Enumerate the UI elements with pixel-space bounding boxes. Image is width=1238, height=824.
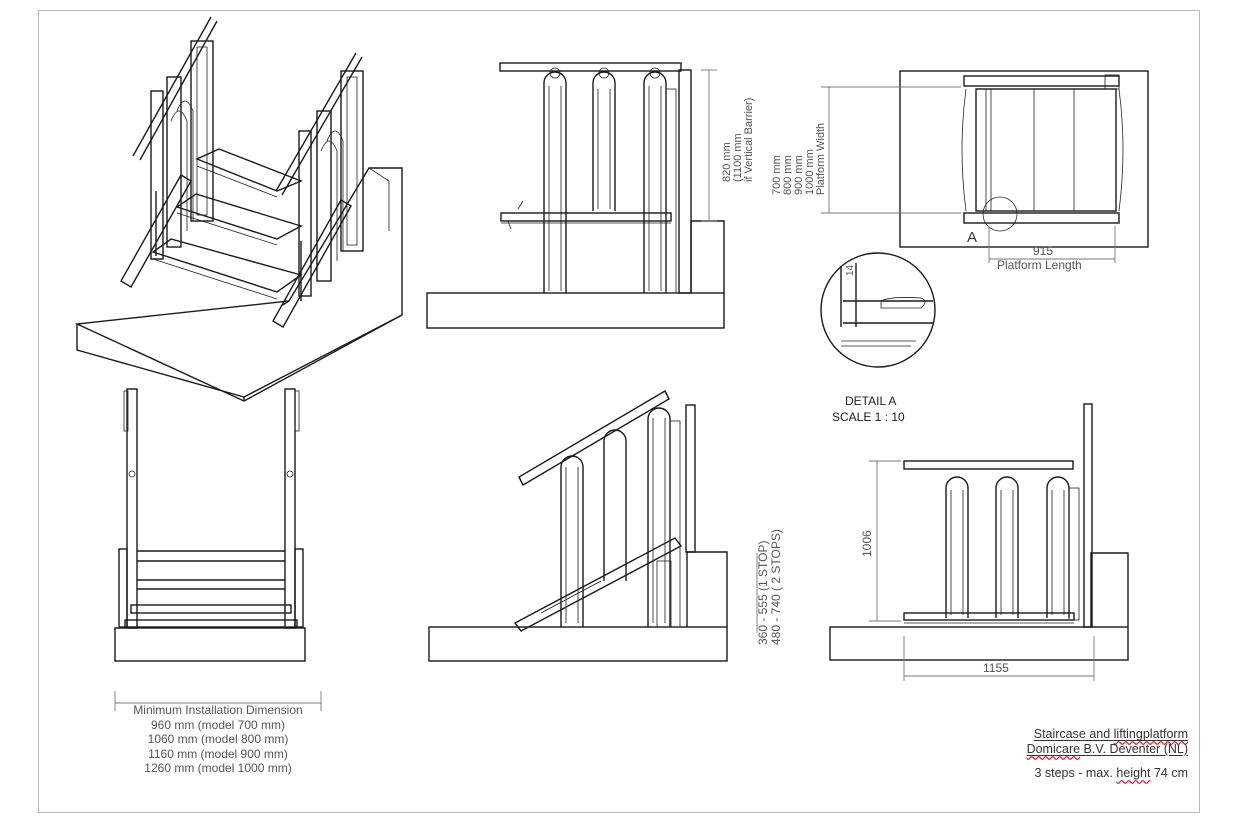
detail-a — [820, 252, 936, 368]
detail-scale: SCALE 1 : 10 — [832, 410, 905, 424]
min-install-1000: 1260 mm (model 1000 mm) — [144, 761, 292, 775]
title-word-staircase: Staircase — [1033, 727, 1086, 741]
platform-length-value: 915 — [1033, 244, 1054, 258]
min-install-700: 960 mm (model 700 mm) — [150, 717, 286, 732]
detail-a-circle — [982, 196, 1018, 232]
platform-width-dims: 700 mm 800 mm 900 mm 1000 mm Platform Wi… — [771, 122, 827, 195]
title-company-location: B.V. Deventer (NL) — [1080, 742, 1188, 756]
title-word-and: and — [1085, 727, 1114, 741]
front-elevation-view — [829, 403, 1129, 681]
overall-length-dim: 1155 — [983, 661, 1009, 675]
min-install-heading: Minimum Installation Dimension — [133, 703, 303, 717]
front-view — [114, 388, 322, 711]
title-block: Staircase and liftingplatform Domicare B… — [1027, 727, 1188, 781]
platform-width-label: Platform Width — [815, 122, 827, 195]
detail-callout-letter: A — [967, 229, 978, 246]
platform-length-label: Platform Length — [997, 258, 1082, 272]
ramp-side-view — [428, 390, 758, 662]
title-line-3: 3 steps - max. height 74 cm — [1027, 766, 1188, 781]
min-install-900: 1160 mm (model 900 mm) — [148, 746, 288, 761]
lift-height-2stops: 480 - 740 ( 2 STOPS) — [769, 529, 783, 645]
title-word-height: height — [1116, 766, 1151, 780]
lift-height-dims: 360 - 555 (1 STOP) 480 - 740 ( 2 STOPS) — [756, 529, 783, 645]
detail-title: DETAIL A — [845, 394, 897, 408]
drawing-sheet — [38, 10, 1200, 813]
min-install-block: Minimum Installation Dimension 960 mm (m… — [110, 703, 326, 776]
rail-height-dim: 1006 — [860, 530, 874, 557]
stanchions — [543, 67, 677, 294]
barrier-height-dim: 820 mm (1100 mm if Vertical Barrier) — [721, 97, 755, 182]
top-view — [821, 70, 1149, 263]
title-word-domicare: Domicare — [1026, 742, 1081, 756]
title-line-2: Domicare B.V. Deventer (NL) — [1027, 742, 1188, 757]
isometric-view — [74, 16, 403, 402]
title-word-liftingplatform: liftingplatform — [1113, 727, 1188, 741]
technical-drawing — [74, 16, 1149, 711]
title-steps: 3 steps - max. — [1034, 766, 1117, 780]
detail-small-dim: 14 — [845, 264, 856, 276]
dim-vertical-barrier: if Vertical Barrier) — [743, 97, 755, 182]
min-install-800: 1060 mm (model 800 mm) — [147, 732, 289, 746]
title-line-1: Staircase and liftingplatform — [1027, 727, 1188, 742]
title-height-value: 74 cm — [1150, 766, 1188, 780]
side-view — [426, 62, 725, 329]
